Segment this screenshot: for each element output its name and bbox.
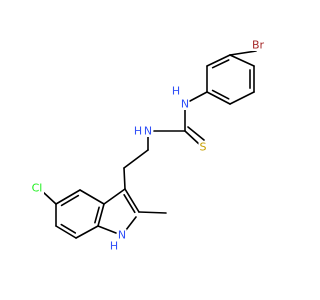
bond — [75, 225, 99, 239]
atom-label-background — [109, 240, 119, 252]
atom-label-background — [143, 125, 153, 137]
atom-label-background — [171, 85, 181, 97]
aromatic-bond — [211, 59, 230, 69]
bond — [125, 216, 137, 231]
atom-label-br: Br — [252, 39, 265, 52]
atom-label-n-indole: N — [118, 229, 126, 242]
bond — [42, 191, 57, 205]
atom-label-n-aryl: N — [181, 98, 189, 111]
aromatic-bond — [94, 206, 100, 224]
bond — [79, 189, 105, 205]
atom-label-background — [30, 182, 44, 194]
atom-label-background — [251, 39, 265, 51]
bond — [123, 167, 126, 190]
aromatic-bond — [60, 223, 77, 234]
double-bond — [187, 126, 205, 141]
bond-layer — [42, 50, 257, 239]
bond — [97, 203, 105, 227]
atom-label-h-indole: H — [110, 240, 118, 253]
atom-label-h-aryl: H — [172, 85, 180, 98]
bond — [123, 149, 149, 169]
bond — [229, 54, 255, 67]
atom-label-background — [180, 98, 190, 110]
atom-label-n-ethyl: N — [144, 125, 152, 138]
atom-label-background — [117, 229, 127, 241]
bond — [189, 91, 208, 102]
bond — [206, 54, 231, 67]
bond — [103, 188, 126, 205]
atom-label-h-ethyl: H — [134, 125, 142, 138]
bond — [206, 91, 231, 105]
atom-label-cl: Cl — [32, 182, 43, 195]
bond — [229, 91, 255, 105]
atom-label-background — [198, 141, 208, 153]
aromatic-bond — [60, 194, 80, 207]
bond — [55, 189, 81, 205]
bond — [55, 225, 77, 239]
bond — [97, 225, 117, 234]
bond — [184, 130, 200, 145]
double-bond — [123, 194, 136, 214]
bond — [124, 188, 140, 213]
atom-label-s: S — [200, 141, 207, 154]
bond — [138, 211, 167, 214]
bond — [229, 50, 257, 56]
atom-label-background — [133, 125, 143, 137]
aromatic-bond — [211, 89, 230, 100]
